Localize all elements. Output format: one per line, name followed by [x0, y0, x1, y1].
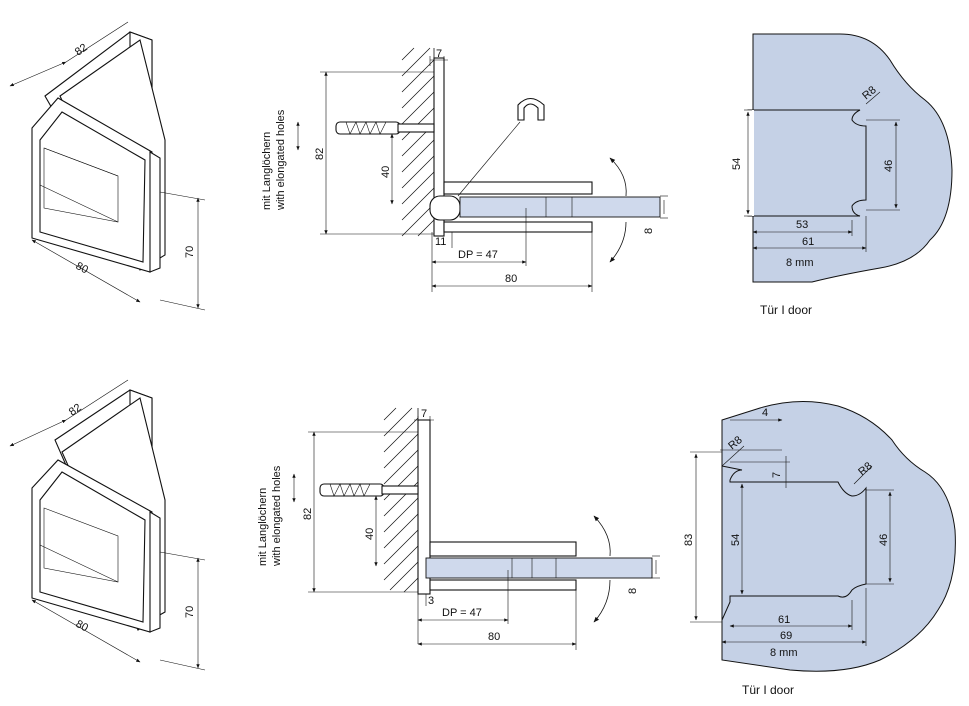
iso-top-height-label: 70: [184, 246, 196, 258]
door-top-thickness: 8 mm: [786, 257, 814, 269]
door-bottom-dim-46: 46: [878, 534, 890, 546]
door-top-dim-54: 54: [731, 158, 743, 170]
section-bottom-dim-82: 82: [302, 508, 314, 520]
iso-hinge-bottom: [9, 379, 206, 671]
section-bottom-dim-dp: DP = 47: [442, 607, 482, 619]
section-bottom-dim-40: 40: [364, 528, 376, 540]
section-bottom-dim-8: 8: [627, 588, 639, 594]
iso-top-width-label: 80: [74, 260, 90, 276]
note-elongated-holes-en-top: with elongated holes: [275, 109, 287, 211]
door-cutout-bottom: [690, 400, 956, 672]
iso-bottom-height-label: 70: [184, 606, 196, 618]
iso-bottom-depth-label: 82: [67, 402, 84, 419]
door-bottom-dim-54: 54: [730, 534, 742, 546]
note-elongated-holes-de-top: mit Langlöchern: [261, 132, 273, 210]
door-bottom-dim-7: 7: [771, 472, 783, 478]
section-view-bottom: [292, 407, 660, 650]
door-bottom-dim-4: 4: [762, 407, 768, 419]
door-bottom-dim-69: 69: [780, 630, 792, 642]
door-top-dim-46: 46: [883, 160, 895, 172]
section-top-dim-7: 7: [436, 48, 442, 60]
section-bottom-dim-7: 7: [421, 408, 427, 420]
iso-bottom-width-label: 80: [74, 618, 90, 634]
section-bottom-dim-3: 3: [428, 595, 434, 607]
door-bottom-caption: Tür I door: [742, 683, 794, 697]
door-bottom-dim-83: 83: [683, 534, 695, 546]
section-top-dim-11: 11: [435, 236, 446, 248]
section-top-dim-80: 80: [505, 273, 517, 285]
note-elongated-holes-de-bottom: mit Langlöchern: [257, 488, 269, 566]
door-top-dim-61: 61: [802, 236, 814, 248]
wall-hatch: [401, 47, 435, 237]
door-cutout-top: [744, 33, 953, 283]
section-top-dim-8: 8: [643, 228, 655, 234]
iso-top-depth-label: 82: [73, 42, 90, 59]
door-top-caption: Tür I door: [760, 303, 812, 317]
door-top-dim-53: 53: [796, 219, 808, 231]
section-bottom-dim-80: 80: [488, 631, 500, 643]
note-elongated-holes-en-bottom: with elongated holes: [271, 465, 283, 567]
section-top-dim-dp: DP = 47: [458, 249, 498, 261]
wall-hatch-bottom: [383, 407, 419, 593]
section-view-top: [296, 47, 668, 292]
door-bottom-thickness: 8 mm: [770, 647, 798, 659]
section-top-dim-40: 40: [380, 166, 392, 178]
section-top-dim-82: 82: [314, 148, 326, 160]
iso-hinge-top: [9, 21, 206, 311]
door-bottom-dim-61: 61: [778, 614, 790, 626]
